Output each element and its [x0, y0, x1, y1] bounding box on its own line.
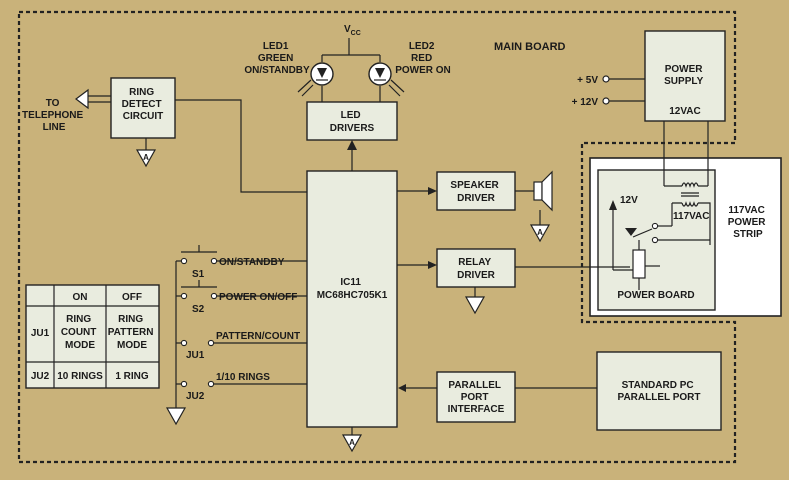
table-cell: RING PATTERN MODE	[108, 314, 157, 351]
table-cell: 10 RINGS	[57, 371, 103, 382]
pc-port-label: STANDARD PC PARALLEL PORT	[618, 380, 701, 403]
led1-icon	[297, 62, 334, 97]
led-drivers-label: LED DRIVERS	[330, 110, 375, 134]
led2-icon	[368, 62, 405, 97]
relay-driver-block	[436, 248, 516, 288]
s1-label: S1	[192, 269, 205, 280]
table-row-name: JU1	[31, 328, 50, 339]
ring-detect-label: RING DETECT CIRCUIT	[122, 87, 165, 122]
parallel-interface-block	[436, 371, 516, 423]
mcu-block	[306, 170, 398, 428]
power-strip-label: 117VAC POWER STRIP	[728, 205, 769, 240]
led2-label: LED2 RED POWER ON	[395, 41, 451, 76]
jumper-table-grid	[25, 284, 160, 389]
s2-label: S2	[192, 304, 205, 315]
rail-12v-label: + 12V	[572, 97, 599, 108]
rail-5v-label: + 5V	[577, 75, 598, 86]
ground-icon	[165, 407, 187, 426]
power-board-label: POWER BOARD	[617, 290, 694, 301]
pc-port-block	[596, 351, 722, 431]
ground-icon: A	[529, 224, 551, 243]
speaker-driver-label: SPEAKER DRIVER	[450, 180, 501, 204]
parallel-interface-label: PARALLEL PORT INTERFACE	[448, 380, 505, 415]
table-header-off: OFF	[122, 292, 142, 303]
svg-text:A: A	[143, 153, 149, 162]
ground-icon	[464, 296, 486, 315]
s1-signal: ON/STANDBY	[219, 257, 285, 268]
table-row-name: JU2	[31, 371, 50, 382]
ring-detect-block	[110, 77, 176, 139]
main-board-label: MAIN BOARD	[494, 41, 566, 53]
power-supply-label: POWER SUPPLY 12VAC	[664, 64, 706, 117]
svg-text:A: A	[349, 438, 355, 447]
ground-icon: A	[341, 434, 363, 453]
s2-signal: POWER ON/OFF	[219, 292, 297, 303]
svg-text:A: A	[537, 228, 543, 237]
ground-icon: A	[135, 149, 157, 168]
ju2-label: JU2	[186, 391, 205, 402]
led-drivers-block	[306, 101, 398, 141]
vcc-label: VCC	[344, 24, 361, 37]
telephone-label: TO TELEPHONE LINE	[22, 98, 86, 133]
speaker-driver-block	[436, 171, 516, 211]
main-board-outline	[17, 10, 737, 464]
power-supply-block	[644, 30, 726, 122]
wiring	[75, 38, 711, 435]
table-header-on: ON	[73, 292, 88, 303]
led1-label: LED1 GREEN ON/STANDBY	[244, 41, 310, 76]
ju1-signal: PATTERN/COUNT	[216, 331, 300, 342]
ju1-label: JU1	[186, 350, 205, 361]
relay-driver-label: RELAY DRIVER	[457, 257, 496, 281]
mcu-label: IC11 MC68HC705K1	[317, 277, 388, 301]
table-cell: 1 RING	[115, 371, 149, 382]
table-cell: RING COUNT MODE	[61, 314, 99, 351]
ju2-signal: 1/10 RINGS	[216, 372, 270, 383]
power-board-12v-label: 12V	[620, 195, 638, 206]
power-board-117vac-label: 117VAC	[673, 211, 710, 222]
